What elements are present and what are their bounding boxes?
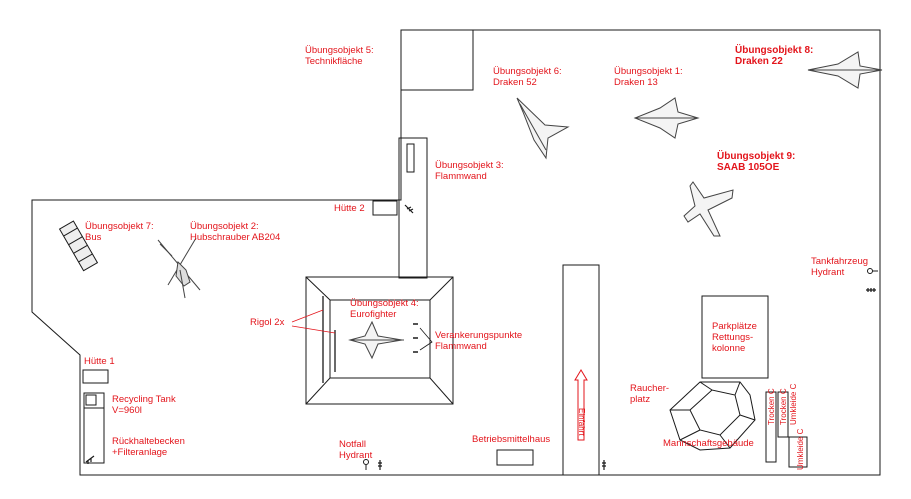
huette-1 <box>82 369 109 384</box>
label-trocken-c-1: Trocken C <box>767 388 776 425</box>
label-betriebsmittelhaus: Betriebsmittelhaus <box>472 434 551 445</box>
label-rueckhaltebecken: Rückhaltebecken+Filteranlage <box>112 436 185 458</box>
einfahrt-road <box>562 264 600 476</box>
label-einfahrt: Einfahrt <box>577 408 586 436</box>
label-trocken-c-2: Trocken C <box>779 388 788 425</box>
label-object-2: Übungsobjekt 2:Hubschrauber AB204 <box>190 221 281 243</box>
label-object-6: Übungsobjekt 6:Draken 52 <box>493 66 562 88</box>
label-rigol: Rigol 2x <box>250 317 285 328</box>
draken-13-aircraft <box>633 97 700 139</box>
verankerungspunkte <box>413 323 418 353</box>
saab-105oe-aircraft <box>683 181 734 237</box>
huette-2 <box>372 200 398 216</box>
notfall-hydrant <box>363 459 369 465</box>
extinguisher-marks <box>85 204 876 470</box>
rueckhaltebecken <box>83 392 105 464</box>
trocken-container-1 <box>765 391 777 463</box>
label-object-3: Übungsobjekt 3:Flammwand <box>435 160 504 182</box>
flammwand-strip <box>398 137 428 279</box>
site-boundary <box>31 29 881 476</box>
label-umkleide-c-1: Umkleide C <box>789 383 798 425</box>
eurofighter-pad <box>305 276 454 405</box>
label-object-5: Übungsobjekt 5:Technikfläche <box>305 45 374 67</box>
label-object-4: Übungsobjekt 4:Eurofighter <box>350 298 419 320</box>
bus-object-7 <box>58 220 99 272</box>
draken-52-aircraft <box>516 97 570 160</box>
flammwand-object-3 <box>406 143 415 173</box>
eurofighter-aircraft <box>348 320 404 360</box>
trocken-container-2 <box>777 391 789 438</box>
betriebsmittelhaus <box>496 449 534 466</box>
helicopter-object-2 <box>157 237 201 299</box>
label-raucherplatz: Raucher-platz <box>630 383 670 405</box>
parkplaetze-rettungskolonne <box>701 295 769 379</box>
draken-22-aircraft <box>807 51 883 89</box>
label-object-8: Übungsobjekt 8:Draken 22 <box>735 45 814 67</box>
label-huette-2: Hütte 2 <box>334 203 365 214</box>
label-umkleide-c-2: Umkleide C <box>796 428 805 470</box>
tankfahrzeug-hydrant <box>867 268 873 274</box>
label-huette-1: Hütte 1 <box>84 356 115 367</box>
technikflaeche-area <box>400 29 474 91</box>
umkleide-container <box>788 436 808 468</box>
einfahrt-arrow <box>574 369 588 441</box>
recycling-tank <box>85 394 97 406</box>
label-object-9: Übungsobjekt 9:SAAB 105OE <box>717 151 796 173</box>
rigol-line <box>291 309 336 334</box>
label-object-7: Übungsobjekt 7:Bus <box>85 221 154 243</box>
label-mannschaftsgebaeude: Mannschaftsgebäude <box>663 438 754 449</box>
label-object-1: Übungsobjekt 1:Draken 13 <box>614 66 683 88</box>
